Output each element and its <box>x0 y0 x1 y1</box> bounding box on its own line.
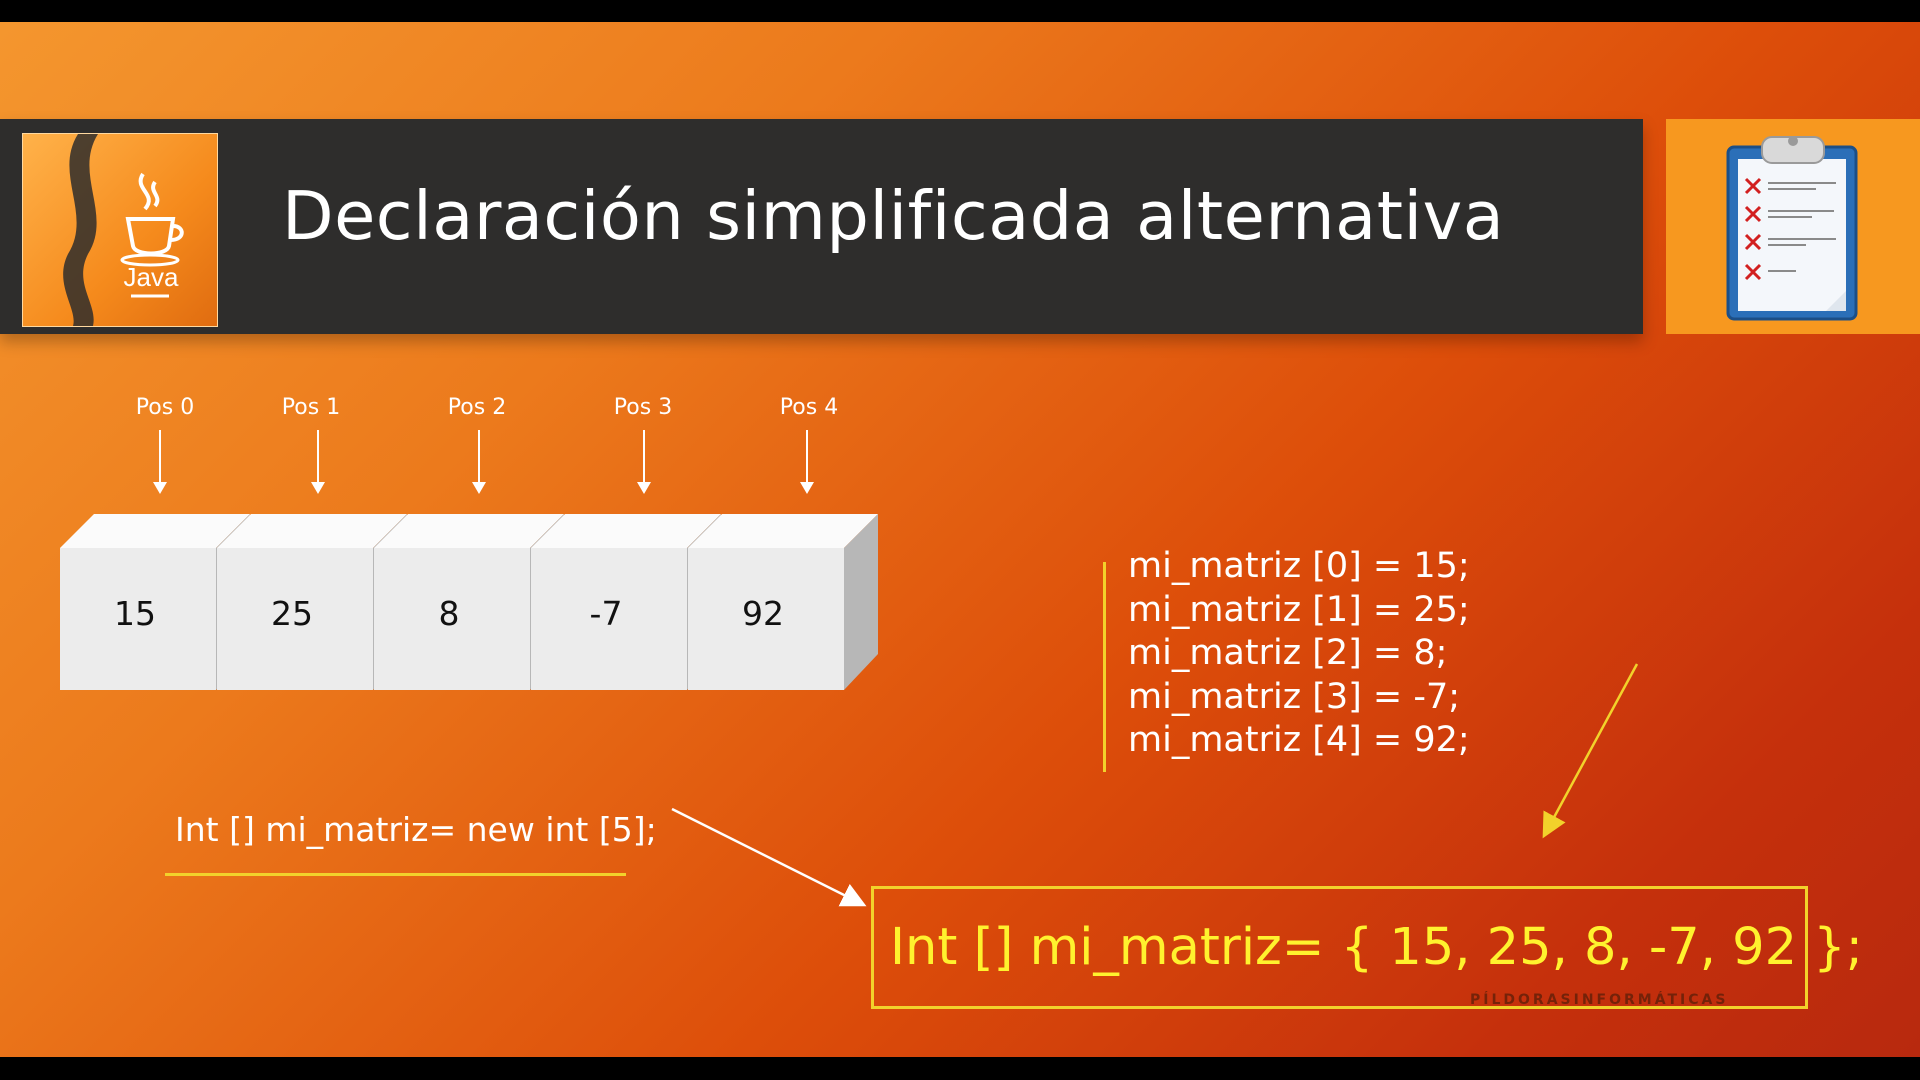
connector-arrows <box>671 663 1639 907</box>
new-declaration: Int [] mi_matriz= { 15, 25, 8, -7, 92 }; <box>890 918 1863 977</box>
arrow-down-icon <box>637 430 651 494</box>
pos-label-0: Pos 0 <box>135 395 195 420</box>
new-declaration-box <box>871 886 1808 1009</box>
array-value-2: 8 <box>438 594 460 633</box>
java-coffee-cup-icon <box>63 134 184 326</box>
code-divider <box>1103 562 1106 772</box>
assignment-line-3: mi_matriz [3] = -7; <box>1128 676 1461 717</box>
array-cell-4: 92 <box>688 514 878 690</box>
array-value-3: -7 <box>589 594 623 633</box>
slide-title: Declaración simplificada alternativa <box>282 177 1505 255</box>
pos-label-1: Pos 1 <box>281 395 341 420</box>
arrow-down-icon <box>472 430 486 494</box>
assignment-line-1: mi_matriz [1] = 25; <box>1128 589 1470 630</box>
java-logo: Java <box>22 133 218 327</box>
arrow-to-new-declaration-icon <box>671 807 867 907</box>
array-value-4: 92 <box>742 594 784 633</box>
slide: Java Declaración simplificada alternativ… <box>0 22 1920 1057</box>
assignment-line-0: mi_matriz [0] = 15; <box>1128 546 1470 586</box>
old-declaration: Int [] mi_matriz= new int [5]; <box>175 810 657 849</box>
pos-label-4: Pos 4 <box>779 395 839 420</box>
pos-label-3: Pos 3 <box>613 395 673 420</box>
pos-label-2: Pos 2 <box>447 395 507 420</box>
assignment-line-2: mi_matriz [2] = 8; <box>1128 633 1448 673</box>
assignment-line-4: mi_matriz [4] = 92; <box>1128 720 1470 760</box>
array-value-1: 25 <box>271 594 313 633</box>
watermark: PÍLDORASINFORMÁTICAS <box>1470 992 1729 1008</box>
clipboard-panel <box>1666 119 1920 334</box>
old-declaration-underline <box>165 873 626 876</box>
arrow-down-icon <box>311 430 325 494</box>
java-logo-text: Java <box>123 262 179 292</box>
arrow-down-icon <box>800 430 814 494</box>
array-value-0: 15 <box>114 594 156 633</box>
arrow-down-icon <box>153 430 167 494</box>
assignment-list: mi_matriz [0] = 15; mi_matriz [1] = 25; … <box>1128 545 1470 763</box>
arrow-from-assignments-icon <box>1542 663 1639 839</box>
clipboard-checklist-icon <box>1726 136 1858 321</box>
title-bar: Java Declaración simplificada alternativ… <box>0 119 1643 334</box>
